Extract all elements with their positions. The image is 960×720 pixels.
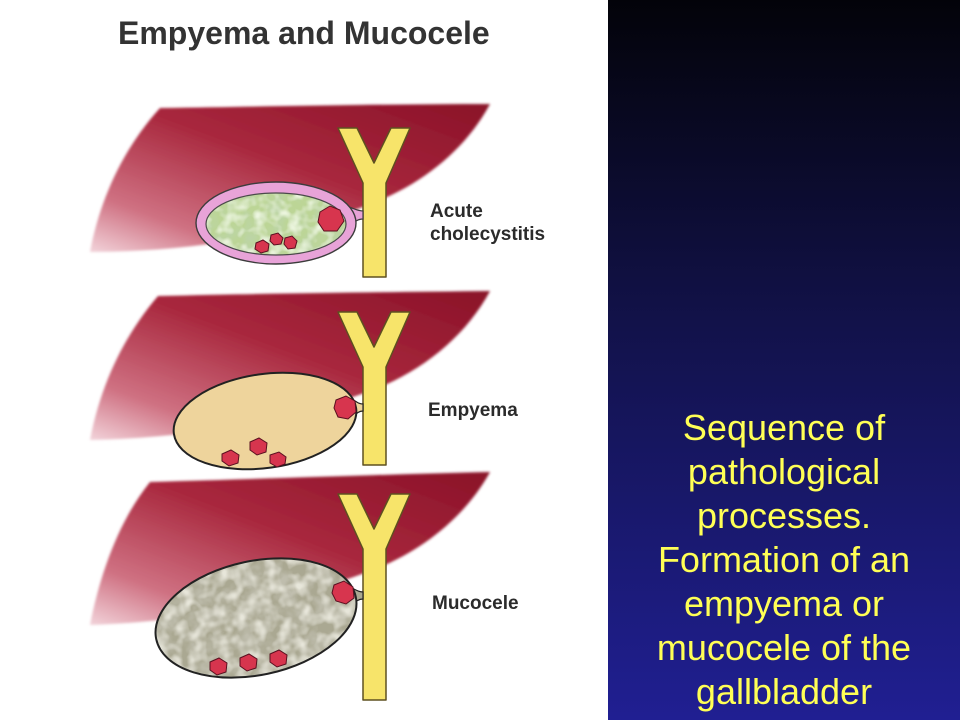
caption-panel: Sequence of pathological processes. Form…: [608, 0, 960, 720]
gallstone: [209, 657, 228, 676]
caption-line: pathological: [687, 451, 881, 492]
gallstone: [331, 580, 355, 605]
diagram-title: Empyema and Mucocele: [118, 15, 490, 51]
bile-duct: [337, 127, 411, 278]
stage-label-line: cholecystitis: [430, 224, 545, 245]
gallbladder-mucocele: [154, 557, 358, 679]
gallbladder-contents: [206, 193, 346, 255]
gallbladder-body: [155, 558, 357, 678]
caption-line: mucocele of the: [656, 627, 912, 668]
stage-label-empyema: Empyema: [428, 400, 518, 421]
stage-label-acute-cholecystitis: Acute cholecystitis: [430, 201, 545, 245]
bile-duct: [337, 493, 411, 701]
gallstone: [221, 449, 240, 467]
gallstone: [333, 395, 357, 420]
stage-acute-cholecystitis: Acute cholecystitis: [90, 104, 545, 278]
gallstone: [269, 451, 287, 468]
caption-line: Formation of an: [657, 539, 911, 580]
gallbladder-empyema: [172, 371, 358, 471]
stage-empyema: Empyema: [90, 291, 518, 471]
stage-label-mucocele: Mucocele: [432, 593, 519, 614]
gallstone: [239, 653, 258, 672]
gallbladder-diagram: Empyema and Mucocele Acute cholecy: [90, 15, 545, 701]
bile-duct: [337, 311, 411, 466]
stage-mucocele: Mucocele: [90, 472, 519, 701]
gallstone: [249, 437, 268, 456]
stage-label-line: Empyema: [428, 400, 518, 421]
stage-label-line: Acute: [430, 201, 483, 222]
gallstone: [269, 649, 288, 668]
gallstone: [317, 205, 345, 232]
caption: Sequence of pathological processes. Form…: [608, 406, 960, 714]
gallbladder-outline: [154, 557, 358, 679]
gallstone: [269, 232, 284, 246]
caption-line: processes.: [696, 495, 872, 536]
gallbladder-inner-outline: [205, 192, 347, 256]
gallstone: [254, 239, 270, 254]
stage-label-line: Mucocele: [432, 593, 519, 614]
caption-line: gallbladder: [695, 671, 873, 712]
caption-line: empyema or: [683, 583, 885, 624]
caption-line: Sequence of: [682, 407, 886, 448]
diagram-panel: Empyema and Mucocele Acute cholecy: [90, 15, 546, 701]
gallbladder-inflamed: [195, 181, 357, 265]
gallstone: [283, 235, 298, 250]
